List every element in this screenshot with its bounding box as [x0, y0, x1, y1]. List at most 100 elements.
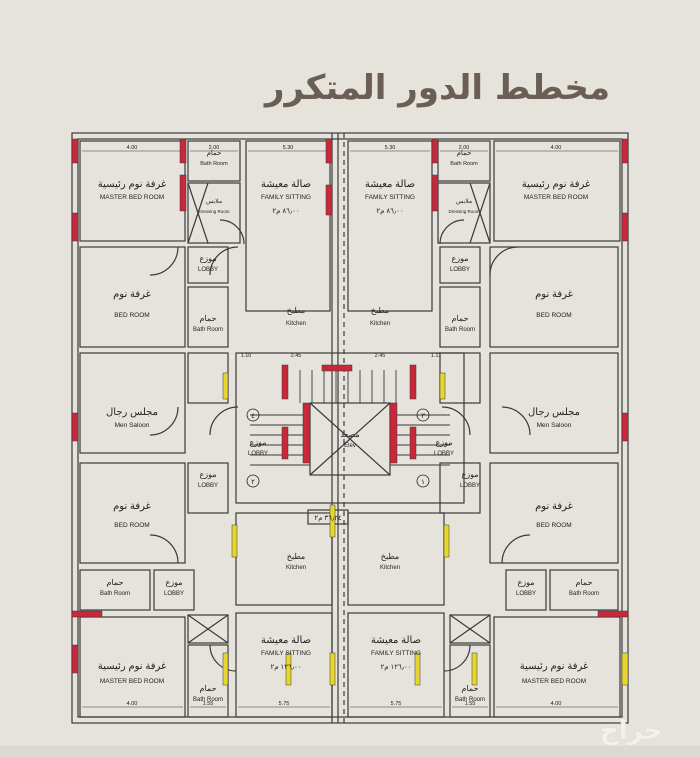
- svg-text:موزع: موزع: [517, 578, 534, 587]
- svg-text:LOBBY: LOBBY: [450, 267, 470, 273]
- svg-text:2.45: 2.45: [291, 353, 302, 359]
- svg-text:حمام: حمام: [200, 684, 217, 693]
- svg-text:1.11: 1.11: [431, 353, 441, 359]
- svg-text:مجلس رجال: مجلس رجال: [528, 407, 580, 418]
- svg-text:2.00: 2.00: [459, 145, 470, 151]
- svg-text:MASTER BED ROOM: MASTER BED ROOM: [100, 678, 164, 685]
- svg-text:BED ROOM: BED ROOM: [114, 312, 149, 319]
- svg-text:حمام: حمام: [576, 578, 593, 587]
- svg-text:Bath Room: Bath Room: [100, 591, 130, 597]
- svg-text:مطبخ: مطبخ: [287, 552, 305, 561]
- svg-text:Kitchen: Kitchen: [380, 565, 400, 571]
- room-master-bed-tl: [79, 140, 186, 242]
- svg-text:4.00: 4.00: [551, 145, 562, 151]
- svg-text:غرفة نوم رئيسية: غرفة نوم رئيسية: [522, 179, 591, 190]
- svg-text:٨٦٫٠٠ م٢: ٨٦٫٠٠ م٢: [272, 208, 299, 215]
- svg-text:غرفة نوم رئيسية: غرفة نوم رئيسية: [520, 661, 589, 672]
- haraj-watermark: حراج: [600, 716, 663, 746]
- floor-plan-drawing: غرفة نوم رئيسية MASTER BED ROOM حمام Bat…: [71, 132, 629, 724]
- svg-text:LOBBY: LOBBY: [434, 451, 454, 457]
- svg-text:FAMILY SITTING: FAMILY SITTING: [365, 194, 415, 201]
- svg-text:LOBBY: LOBBY: [248, 451, 268, 457]
- svg-text:موزع: موزع: [199, 470, 216, 479]
- svg-text:موزع: موزع: [435, 438, 452, 447]
- svg-text:٣: ٣: [421, 413, 425, 420]
- svg-text:Men Saloon: Men Saloon: [115, 422, 150, 429]
- svg-text:مصعد: مصعد: [340, 430, 359, 439]
- svg-text:٤: ٤: [251, 413, 255, 420]
- svg-text:حمام: حمام: [107, 578, 124, 587]
- svg-text:1.55: 1.55: [203, 701, 214, 707]
- svg-text:1.55: 1.55: [465, 701, 476, 707]
- svg-text:Dressing Room: Dressing Room: [198, 209, 229, 214]
- svg-text:LOBBY: LOBBY: [164, 591, 184, 597]
- svg-text:غرفة نوم: غرفة نوم: [535, 501, 573, 512]
- svg-text:غرفة نوم رئيسية: غرفة نوم رئيسية: [98, 661, 167, 672]
- svg-text:Kitchen: Kitchen: [370, 321, 390, 327]
- svg-text:5.30: 5.30: [283, 145, 294, 151]
- svg-text:Bath Room: Bath Room: [193, 327, 223, 333]
- svg-text:غرفة نوم: غرفة نوم: [535, 289, 573, 300]
- svg-text:صالة معيشة: صالة معيشة: [365, 179, 415, 190]
- svg-text:غرفة نوم: غرفة نوم: [113, 501, 151, 512]
- svg-text:Bath Room: Bath Room: [569, 591, 599, 597]
- svg-text:Bath Room: Bath Room: [450, 161, 478, 167]
- svg-text:Kitchen: Kitchen: [286, 321, 306, 327]
- svg-text:٢: ٢: [251, 479, 255, 486]
- svg-text:موزع: موزع: [461, 470, 478, 479]
- svg-text:Bath Room: Bath Room: [445, 327, 475, 333]
- svg-text:١٢٦٫٠٠ م٢: ١٢٦٫٠٠ م٢: [270, 664, 301, 671]
- svg-text:4.00: 4.00: [551, 701, 562, 707]
- svg-text:موزع: موزع: [165, 578, 182, 587]
- svg-text:LOBBY: LOBBY: [516, 591, 536, 597]
- svg-text:غرفة نوم: غرفة نوم: [113, 289, 151, 300]
- svg-text:Elev: Elev: [344, 443, 356, 449]
- svg-text:2.00: 2.00: [209, 145, 220, 151]
- svg-text:Bath Room: Bath Room: [200, 161, 228, 167]
- svg-text:4.00: 4.00: [127, 701, 138, 707]
- svg-text:موزع: موزع: [451, 254, 468, 263]
- svg-text:موزع: موزع: [199, 254, 216, 263]
- svg-text:1.10: 1.10: [241, 353, 252, 359]
- svg-text:Bath Room: Bath Room: [193, 697, 223, 703]
- svg-text:صالة معيشة: صالة معيشة: [261, 179, 311, 190]
- svg-text:2.45: 2.45: [375, 353, 386, 359]
- bottom-bar: [0, 746, 700, 757]
- svg-text:حمام: حمام: [457, 149, 472, 157]
- svg-text:FAMILY SITTING: FAMILY SITTING: [261, 650, 311, 657]
- svg-text:Men Saloon: Men Saloon: [537, 422, 572, 429]
- svg-text:BED ROOM: BED ROOM: [114, 522, 149, 529]
- svg-text:FAMILY SITTING: FAMILY SITTING: [261, 194, 311, 201]
- svg-text:مطبخ: مطبخ: [381, 552, 399, 561]
- svg-text:4.00: 4.00: [127, 145, 138, 151]
- page-title: مخطط الدور المتكرر: [264, 68, 610, 108]
- svg-text:١: ١: [421, 479, 425, 486]
- svg-text:مطبخ: مطبخ: [287, 306, 305, 315]
- svg-text:٨٦٫٠٠ م٢: ٨٦٫٠٠ م٢: [376, 208, 403, 215]
- svg-text:Bath Room: Bath Room: [455, 697, 485, 703]
- svg-text:صالة معيشة: صالة معيشة: [261, 635, 311, 646]
- svg-text:ملابس: ملابس: [206, 198, 222, 205]
- svg-text:غرفة نوم رئيسية: غرفة نوم رئيسية: [98, 179, 167, 190]
- svg-text:Dressing Room: Dressing Room: [448, 209, 479, 214]
- svg-text:صالة معيشة: صالة معيشة: [371, 635, 421, 646]
- svg-text:BED ROOM: BED ROOM: [536, 312, 571, 319]
- svg-text:LOBBY: LOBBY: [198, 267, 218, 273]
- svg-text:حمام: حمام: [207, 149, 222, 157]
- svg-text:ملابس: ملابس: [456, 198, 472, 205]
- svg-text:Kitchen: Kitchen: [286, 565, 306, 571]
- svg-text:MASTER BED ROOM: MASTER BED ROOM: [524, 194, 588, 201]
- svg-text:مجلس رجال: مجلس رجال: [106, 407, 158, 418]
- svg-text:حمام: حمام: [452, 314, 469, 323]
- svg-text:LOBBY: LOBBY: [198, 483, 218, 489]
- svg-text:MASTER BED ROOM: MASTER BED ROOM: [522, 678, 586, 685]
- svg-text:5.75: 5.75: [279, 701, 290, 707]
- svg-text:FAMILY SITTING: FAMILY SITTING: [371, 650, 421, 657]
- svg-text:BED ROOM: BED ROOM: [536, 522, 571, 529]
- svg-text:5.75: 5.75: [391, 701, 402, 707]
- svg-text:مطبخ: مطبخ: [371, 306, 389, 315]
- svg-text:5.30: 5.30: [385, 145, 396, 151]
- svg-text:٣٦٫٢٤ م٢: ٣٦٫٢٤ م٢: [314, 515, 342, 522]
- svg-text:LOBBY: LOBBY: [460, 483, 480, 489]
